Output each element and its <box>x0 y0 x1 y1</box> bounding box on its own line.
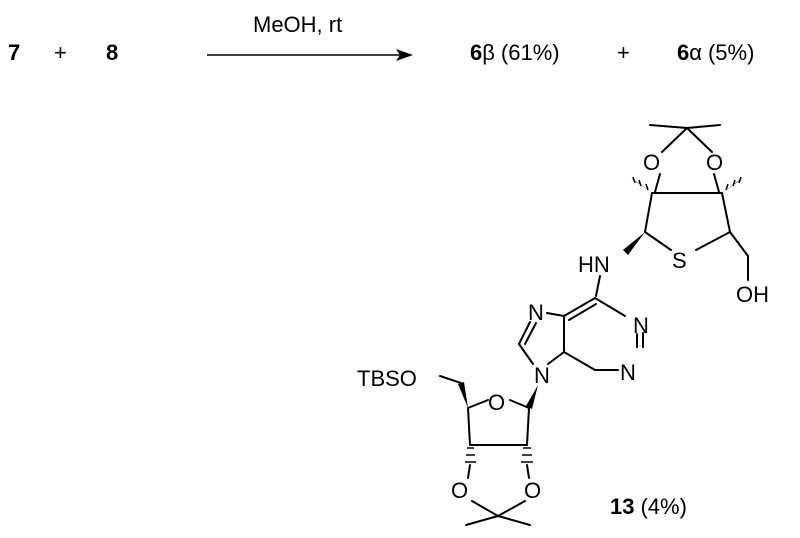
atom-o-upper-left: O <box>643 150 660 175</box>
atom-n7: N <box>528 300 544 325</box>
ribose-ring <box>467 399 530 446</box>
hydroxymethyl <box>729 231 749 281</box>
bold-wedge-nh <box>623 232 645 255</box>
molecule-13: O O S OH HN <box>357 124 769 526</box>
bold-wedge-n9 <box>526 385 538 409</box>
compound-13-label: 13(4%) <box>610 494 687 519</box>
upper-acetonide <box>649 124 721 193</box>
atom-n9: N <box>534 363 550 388</box>
thiolane-ring <box>631 178 743 251</box>
plus-sign-right: + <box>617 40 630 65</box>
atom-s: S <box>672 248 687 273</box>
bond-n6-c6 <box>595 275 601 297</box>
reaction-conditions: MeOH, rt <box>253 12 342 37</box>
purine-imidazole-ring <box>518 312 565 365</box>
atom-n3: N <box>620 360 636 385</box>
product-6-alpha: 6α(5%) <box>677 40 754 65</box>
bold-wedge-c4 <box>458 382 468 408</box>
atom-oh: OH <box>736 282 769 307</box>
reactant-7: 7 <box>8 40 20 65</box>
atom-hn: HN <box>578 252 610 277</box>
bond-ch2-o <box>439 375 462 384</box>
hash-wedge-upper <box>632 176 742 191</box>
hash-wedge-lower <box>465 447 533 463</box>
purine-pyrimidine-ring <box>563 297 644 371</box>
atom-o-ribose: O <box>488 390 505 415</box>
atom-n1: N <box>633 313 649 338</box>
atom-o-lower-left: O <box>451 478 468 503</box>
lower-acetonide <box>465 464 531 526</box>
reaction-arrow <box>207 49 413 61</box>
product-6-beta: 6β(61%) <box>470 40 560 65</box>
atom-tbso: TBSO <box>357 366 417 391</box>
reactant-8: 8 <box>106 40 118 65</box>
atom-o-upper-right: O <box>706 150 723 175</box>
plus-sign-left: + <box>54 40 67 65</box>
atom-o-lower-right: O <box>524 478 541 503</box>
